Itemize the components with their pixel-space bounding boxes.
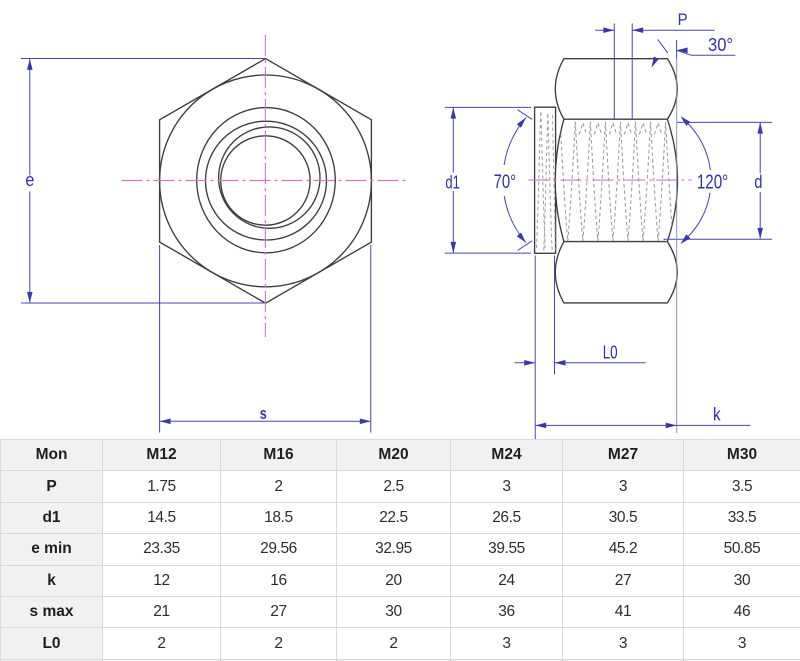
svg-text:L0: L0	[603, 343, 618, 363]
svg-text:e: e	[25, 170, 34, 190]
svg-text:d1: d1	[445, 172, 460, 192]
svg-text:P: P	[678, 10, 688, 29]
svg-text:k: k	[713, 404, 721, 424]
svg-text:70°: 70°	[494, 171, 516, 193]
svg-text:30°: 30°	[708, 34, 733, 55]
svg-text:120°: 120°	[697, 172, 728, 194]
svg-text:d: d	[754, 172, 762, 192]
svg-text:s: s	[260, 405, 267, 423]
